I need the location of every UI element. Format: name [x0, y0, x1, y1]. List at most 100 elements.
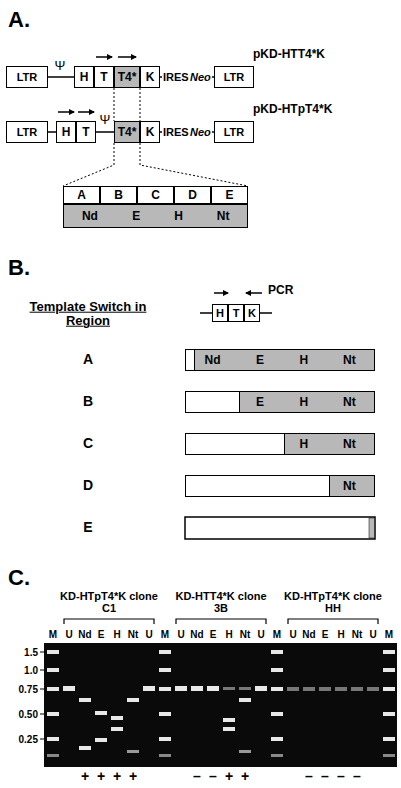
primer-label: PCR	[268, 284, 293, 297]
box-label: K	[146, 71, 155, 83]
segment-label: E	[256, 354, 264, 366]
result-sign: –	[337, 769, 345, 784]
lane-label: E	[98, 629, 105, 640]
lane-label: M	[385, 629, 393, 640]
size-marker: 0.25	[19, 734, 38, 745]
gene-box: LTR	[214, 121, 254, 143]
result-sign: –	[321, 769, 329, 784]
segment-label: H	[174, 210, 183, 222]
box-label: T	[233, 308, 240, 319]
lane-label: Nd	[78, 629, 91, 640]
box-label: H	[216, 308, 224, 319]
lane-label: Nd	[302, 629, 315, 640]
result-sign: +	[113, 769, 121, 784]
lane-label: M	[273, 629, 281, 640]
result-sign: +	[129, 769, 137, 784]
clone-label: KD-HTT4*K clone 3B	[169, 590, 273, 614]
backbone-lines	[48, 77, 272, 313]
gene-box: B	[100, 186, 137, 204]
size-marker: 0.75	[19, 684, 38, 695]
lane-label: U	[257, 629, 264, 640]
gene-box: A	[63, 186, 100, 204]
column-heading: Template Switch in Region	[28, 300, 148, 329]
gene-box: H	[74, 66, 94, 88]
box-label: D	[188, 189, 197, 201]
box-label: LTR	[17, 72, 38, 83]
result-sign: –	[305, 769, 313, 784]
clone-brackets	[64, 619, 378, 624]
box-label: K	[248, 308, 256, 319]
lane-label: Nt	[240, 629, 251, 640]
psi-symbol: Ψ	[55, 59, 66, 73]
gene-box: T	[76, 121, 96, 143]
insert-box: T4*	[114, 121, 140, 143]
segment-label: E	[132, 210, 140, 222]
region-bar: Nd E H Nt	[63, 204, 248, 228]
lane-label: H	[113, 629, 120, 640]
box-label: T4*	[118, 71, 137, 83]
box-label: B	[114, 189, 123, 201]
region-e-bar	[185, 517, 375, 539]
box-label: K	[146, 126, 155, 138]
gene-box: LTR	[6, 121, 48, 143]
gene-box: K	[140, 121, 160, 143]
marker-ticks	[40, 652, 44, 739]
box-label: LTR	[224, 127, 245, 138]
gene-box: C	[137, 186, 174, 204]
gene-box: E	[211, 186, 248, 204]
element-label: IRES	[163, 71, 189, 83]
box-label: LTR	[17, 127, 38, 138]
panel-letter: B.	[8, 256, 30, 280]
lane-label: Nd	[190, 629, 203, 640]
gene-box: T	[94, 66, 114, 88]
box-label: LTR	[224, 72, 245, 83]
lane-label: Nt	[352, 629, 363, 640]
segment-label: H	[299, 396, 308, 408]
box-label: T	[100, 71, 107, 83]
box-label: T	[82, 126, 89, 138]
segment-label: Nt	[343, 438, 356, 450]
result-sign: +	[225, 769, 233, 784]
region-letter: B	[83, 394, 93, 409]
result-sign: +	[97, 769, 105, 784]
gene-box: D	[174, 186, 211, 204]
result-sign: –	[193, 769, 201, 784]
box-label: C	[151, 189, 160, 201]
gene-box: K	[244, 304, 260, 322]
result-sign: +	[241, 769, 249, 784]
size-marker: 0.50	[19, 709, 38, 720]
segment-label: Nt	[343, 480, 356, 492]
clone-label: KD-HTpT4*K clone C1	[57, 590, 161, 614]
lane-label: E	[322, 629, 329, 640]
element-label: IRES	[163, 126, 189, 138]
panel-letter: C.	[8, 566, 30, 590]
segment-label: Nt	[343, 354, 356, 366]
gene-box: T	[228, 304, 244, 322]
lane-label: H	[225, 629, 232, 640]
segment-label: Nd	[82, 210, 98, 222]
region-letter: E	[83, 520, 92, 535]
lane-label: U	[369, 629, 376, 640]
lane-label: U	[65, 629, 72, 640]
box-label: H	[80, 71, 89, 83]
gene-box: LTR	[6, 66, 48, 88]
panel-letter: A.	[8, 8, 30, 32]
lane-label: M	[49, 629, 57, 640]
region-bar: Nt	[185, 475, 375, 497]
element-label: Neo	[190, 71, 211, 83]
region-bar: NdEHNt	[185, 349, 375, 371]
lane-label: U	[145, 629, 152, 640]
size-marker: 1.0	[24, 665, 38, 676]
gel-image	[44, 643, 397, 767]
box-label: H	[62, 126, 71, 138]
lane-label: M	[161, 629, 169, 640]
primer-arrows	[58, 57, 262, 293]
segment-label: Nt	[217, 210, 230, 222]
element-label: Neo	[190, 126, 211, 138]
size-marker: 1.5	[24, 647, 38, 658]
construct-name: pKD-HTT4*K	[253, 48, 325, 61]
gene-box: LTR	[214, 66, 254, 88]
result-sign: +	[81, 769, 89, 784]
region-letter: A	[83, 352, 93, 367]
result-sign: –	[353, 769, 361, 784]
